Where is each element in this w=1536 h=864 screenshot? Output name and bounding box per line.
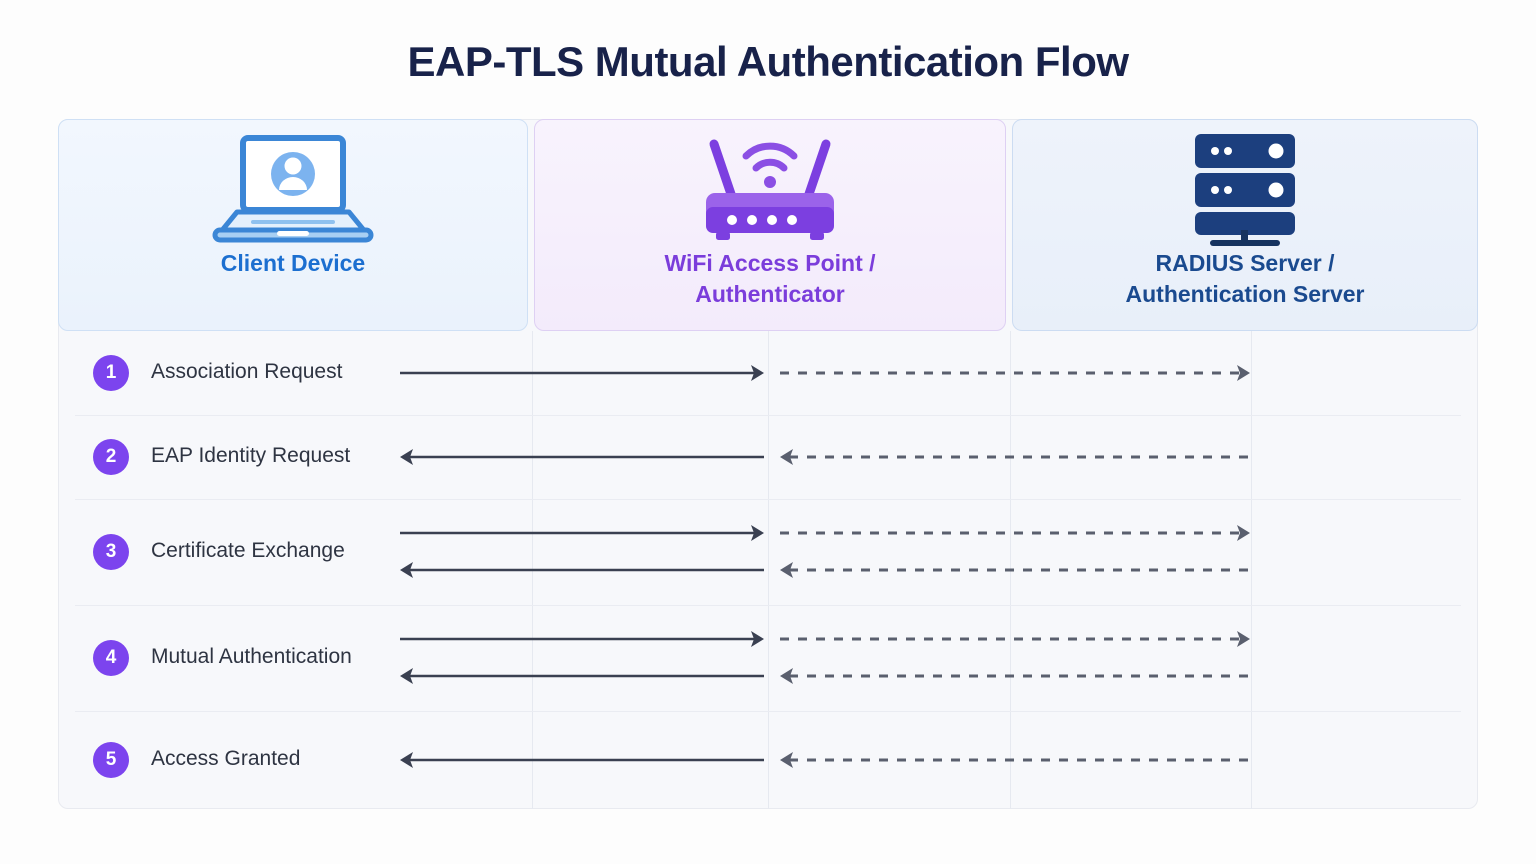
step-label: Mutual Authentication (151, 645, 352, 668)
steps-container: 1 Association Request 2 EAP Identity Reques… (58, 331, 1478, 809)
step-row[interactable]: 1 Association Request (58, 331, 1478, 415)
step-number-badge: 3 (93, 534, 129, 570)
row-divider (75, 605, 1461, 606)
step-number-badge: 2 (93, 439, 129, 475)
row-divider (75, 711, 1461, 712)
step-row[interactable]: 5 Access Granted (58, 711, 1478, 809)
actor-card-radius-server[interactable]: RADIUS Server / Authentication Server (1012, 119, 1478, 331)
actors-header-row: Client Device (58, 119, 1478, 331)
actor-label-radius-line2: Authentication Server (1125, 281, 1365, 308)
actor-label-radius-line1: RADIUS Server / (1155, 250, 1335, 276)
step-label: Certificate Exchange (151, 539, 345, 562)
step-number-badge: 4 (93, 640, 129, 676)
row-divider (75, 415, 1461, 416)
actor-card-access-point[interactable]: WiFi Access Point / Authenticator (534, 119, 1006, 331)
step-row[interactable]: 2 EAP Identity Request (58, 415, 1478, 499)
laptop-user-icon (207, 120, 379, 246)
actor-label-radius: RADIUS Server / Authentication Server (1126, 248, 1365, 310)
actor-label-client: Client Device (221, 248, 365, 279)
actor-label-client-line1: Client Device (220, 250, 366, 276)
step-row[interactable]: 3 Certificate Exchange (58, 499, 1478, 605)
actor-label-ap-line1: WiFi Access Point / (664, 250, 876, 276)
actor-card-client[interactable]: Client Device (58, 119, 528, 331)
row-divider (75, 499, 1461, 500)
server-rack-icon (1185, 120, 1305, 246)
step-row[interactable]: 4 Mutual Authentication (58, 605, 1478, 711)
column-separator-2 (768, 331, 769, 809)
page-title: EAP-TLS Mutual Authentication Flow (407, 38, 1129, 85)
step-number-badge: 5 (93, 742, 129, 778)
column-separator-4 (1251, 331, 1252, 809)
step-label: Access Granted (151, 747, 301, 770)
wifi-router-icon (694, 120, 846, 246)
step-label: Association Request (151, 360, 343, 383)
actor-label-access-point: WiFi Access Point / Authenticator (664, 248, 875, 310)
actor-label-ap-line2: Authenticator (695, 281, 845, 308)
step-number-badge: 1 (93, 355, 129, 391)
step-label: EAP Identity Request (151, 444, 351, 467)
